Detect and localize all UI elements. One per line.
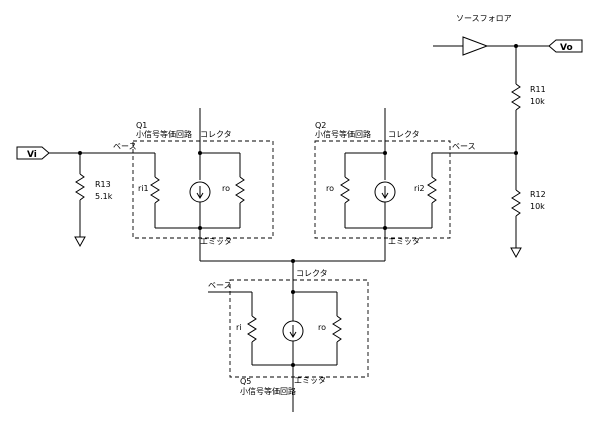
q1-ri-label: ri1: [138, 184, 149, 193]
q1-emitter-label: エミッタ: [200, 237, 232, 246]
q1-ri-resistor: [150, 172, 160, 208]
q2-ri-resistor: [427, 172, 437, 208]
vo-port: Vo: [548, 39, 583, 53]
q5-equivalent-circuit: コレクタ ベース エミッタ Q5 小信号等価回路 ri ro: [208, 269, 369, 412]
q5-boundary: [229, 279, 369, 378]
buffer-amp-icon: [462, 36, 489, 56]
q2-name: Q2: [315, 121, 326, 130]
q5-base-label: ベース: [208, 281, 232, 290]
q1-ro-label: ro: [222, 184, 230, 193]
q5-ro-label: ro: [318, 323, 326, 332]
q5-ro-resistor: [332, 311, 342, 347]
q1-current-source-icon: [189, 181, 211, 203]
r13-resistor: [75, 169, 85, 205]
r11-value: 10k: [530, 97, 545, 106]
q2-ri-label: ri2: [414, 184, 425, 193]
vo-label: Vo: [560, 43, 573, 53]
q1-equivalent-circuit: Q1 小信号等価回路 コレクタ ベース エミッタ ri1 ro: [113, 108, 274, 261]
q2-current-source-icon: [374, 181, 396, 203]
q2-ro-label: ro: [326, 184, 334, 193]
q2-ro-resistor: [340, 172, 350, 208]
vi-port: Vi: [16, 146, 50, 160]
r12-resistor: [511, 185, 521, 221]
q2-emitter-label: エミッタ: [388, 237, 420, 246]
q2-equivalent-circuit: Q2 小信号等価回路 コレクタ ベース エミッタ ro ri2: [314, 108, 476, 261]
q5-desc: 小信号等価回路: [240, 386, 296, 396]
q5-emitter-label: エミッタ: [294, 376, 326, 385]
q1-desc: 小信号等価回路: [136, 129, 192, 139]
q2-desc: 小信号等価回路: [315, 129, 371, 139]
q1-collector-label: コレクタ: [200, 130, 232, 139]
r12-ground-icon: [510, 247, 522, 258]
q5-ri-resistor: [247, 311, 257, 347]
q5-ri-label: ri: [236, 323, 242, 332]
r13-ground-icon: [74, 236, 86, 247]
q2-boundary: [314, 140, 451, 239]
r12-value: 10k: [530, 202, 545, 211]
q1-base-label: ベース: [113, 142, 137, 151]
vi-label: Vi: [27, 150, 37, 160]
q1-ro-resistor: [235, 172, 245, 208]
r13-name: R13: [95, 180, 111, 189]
q5-name: Q5: [240, 377, 251, 386]
r13-value: 5.1k: [95, 192, 113, 201]
q2-collector-label: コレクタ: [388, 130, 420, 139]
q2-base-label: ベース: [452, 142, 476, 151]
r12-name: R12: [530, 190, 546, 199]
q5-collector-label: コレクタ: [296, 269, 328, 278]
r11-resistor: [511, 79, 521, 115]
buffer-label: ソースフォロア: [456, 14, 512, 23]
r11-name: R11: [530, 85, 546, 94]
q1-boundary: [132, 140, 274, 239]
q5-current-source-icon: [282, 320, 304, 342]
q1-name: Q1: [136, 121, 147, 130]
